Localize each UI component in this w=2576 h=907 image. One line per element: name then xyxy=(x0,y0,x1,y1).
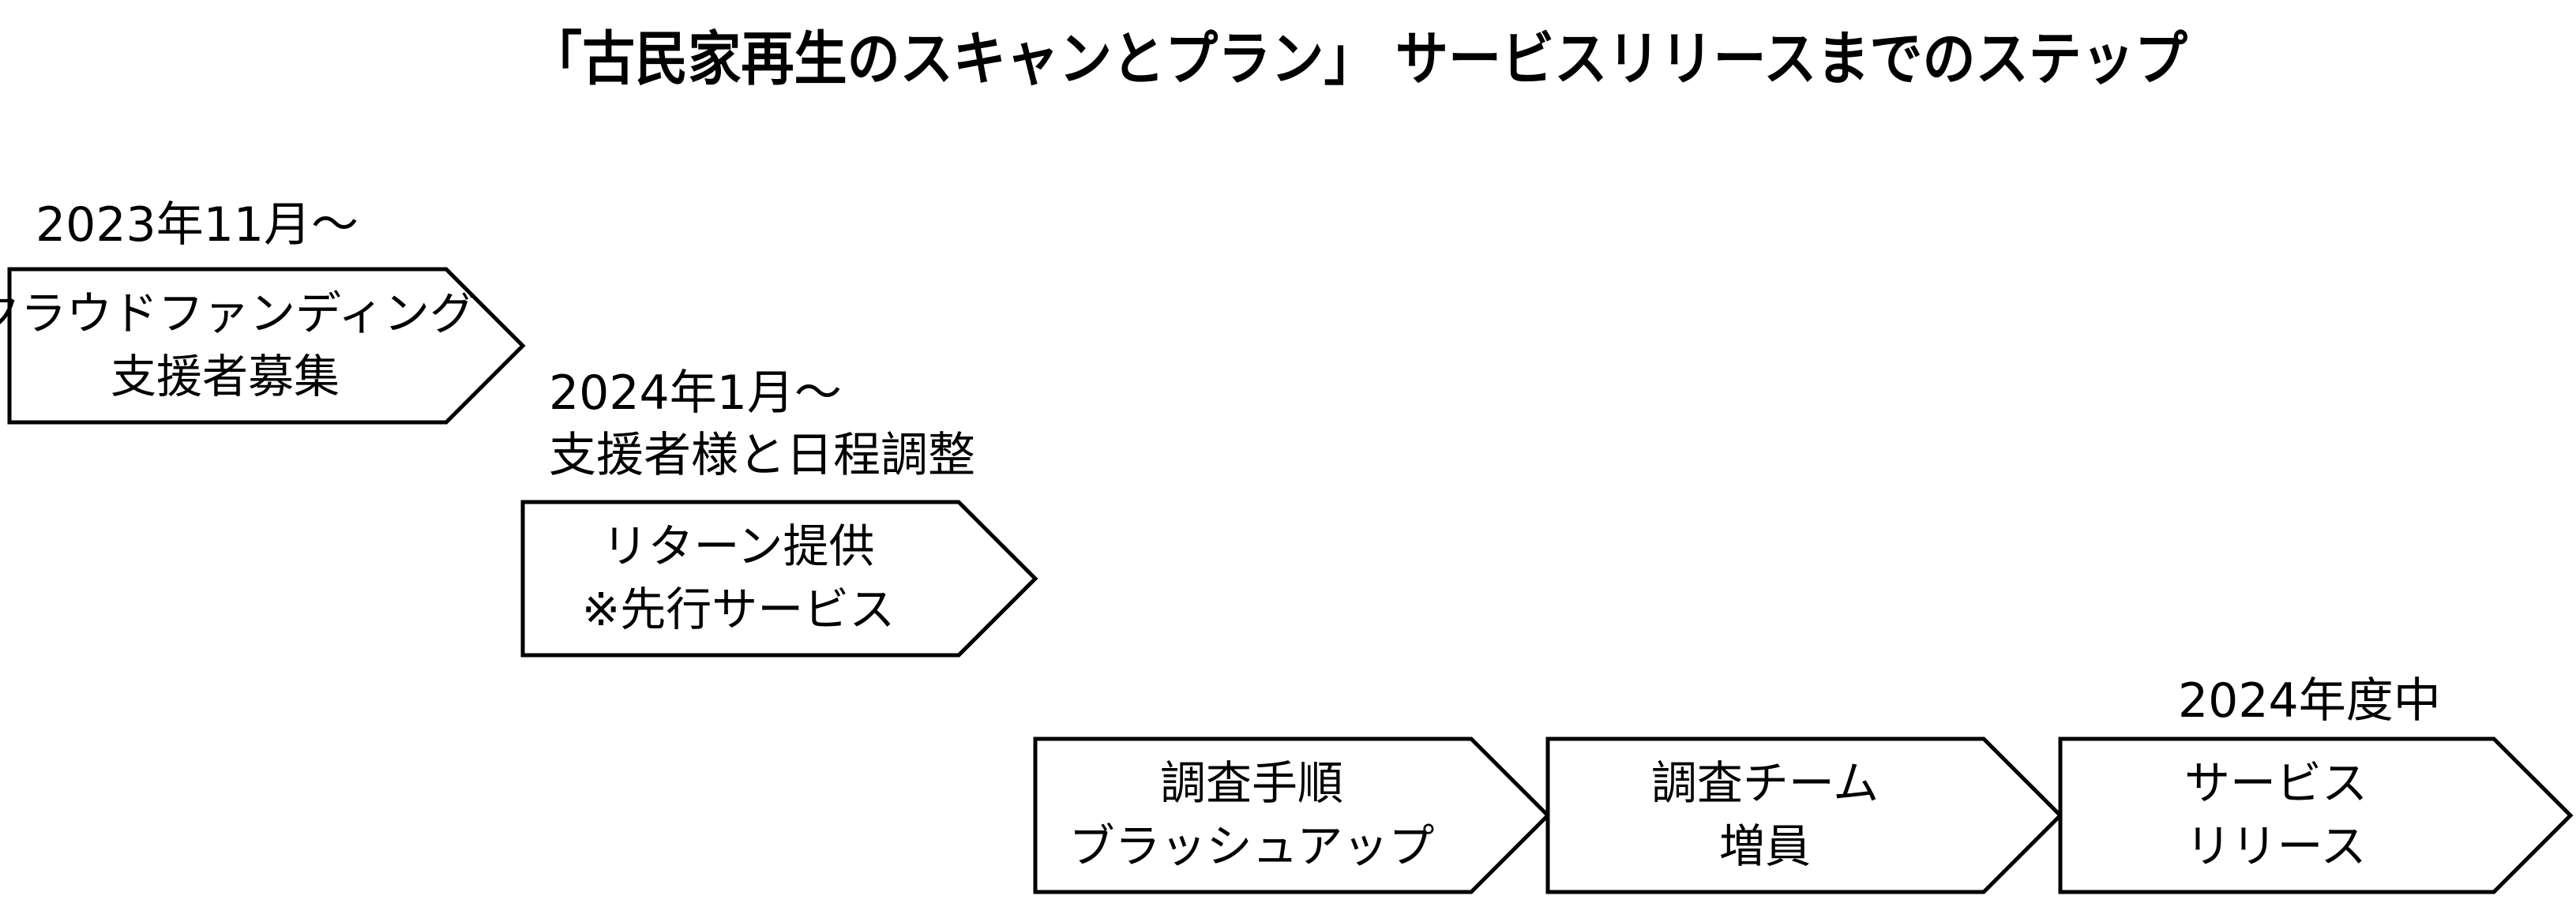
second-date-label: 2024年1月～ xyxy=(549,365,842,421)
step-line2: 増員 xyxy=(1719,819,1811,873)
release-date-label: 2024年度中 xyxy=(2178,673,2441,729)
page-title: 「古民家再生のスキャンとプラン」 サービスリリースまでのステップ xyxy=(529,25,2187,93)
step-line1: 調査チーム xyxy=(1651,756,1879,810)
step-line2: リリース xyxy=(2185,819,2366,873)
start-date-label: 2023年11月～ xyxy=(36,197,359,253)
step-crowdfunding: クラウドファンディング 支援者募集 xyxy=(0,267,526,425)
schedule-adjust-label: 支援者様と日程調整 xyxy=(549,428,975,483)
step-line1: サービス xyxy=(2184,756,2368,810)
step-line2: 支援者募集 xyxy=(111,350,340,403)
step-service-release: サービス リリース xyxy=(2058,736,2574,894)
step-team-expansion: 調査チーム 増員 xyxy=(1545,736,2063,894)
step-arrow-shape xyxy=(520,500,1038,658)
step-return-delivery: リターン提供 ※先行サービス xyxy=(520,500,1038,658)
step-procedure-brushup: 調査手順 ブラッシュアップ xyxy=(1033,736,1551,894)
step-line1: リターン提供 xyxy=(602,519,874,573)
step-arrow-shape xyxy=(1545,736,2063,894)
step-line2: ※先行サービス xyxy=(582,583,896,636)
step-line2: ブラッシュアップ xyxy=(1069,819,1435,873)
step-line1: 調査手順 xyxy=(1160,756,1343,810)
step-arrow-shape xyxy=(7,267,526,425)
step-arrow-shape xyxy=(1033,736,1551,894)
step-line1: クラウドファンディング xyxy=(0,287,475,340)
step-arrow-shape xyxy=(2058,736,2574,894)
